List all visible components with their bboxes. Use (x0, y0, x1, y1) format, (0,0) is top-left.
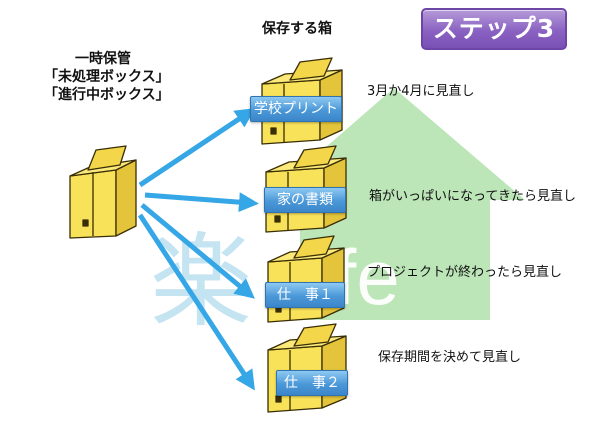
box-icon-4 (267, 323, 347, 413)
review-note-1: 3月か4月に見直し (367, 84, 475, 99)
box-label-school-prints: 学校プリント (250, 96, 342, 122)
arrow-to-box-1 (138, 108, 256, 188)
in-progress-box-label: 「進行中ボックス」 (44, 87, 170, 103)
arrow-to-box-3 (140, 203, 255, 299)
page-title: 保存する箱 (262, 21, 332, 37)
review-note-3: プロジェクトが終わったら見直し (367, 265, 563, 280)
box-label-home-documents: 家の書類 (264, 187, 346, 213)
arrow-to-box-4 (137, 213, 255, 391)
box-icon-3 (267, 235, 345, 323)
temporary-storage-label: 一時保管 (75, 51, 131, 67)
box-label-work-2: 仕 事２ (276, 370, 348, 396)
unprocessed-box-label: 「未処理ボックス」 (44, 69, 170, 85)
arrow-to-box-2 (144, 192, 259, 213)
box-label-work-1: 仕 事１ (265, 282, 345, 308)
review-note-2: 箱がいっぱいになってきたら見直し (369, 189, 576, 204)
review-note-4: 保存期間を決めて見直し (378, 350, 522, 365)
step-badge: ステップ3 (421, 8, 567, 50)
